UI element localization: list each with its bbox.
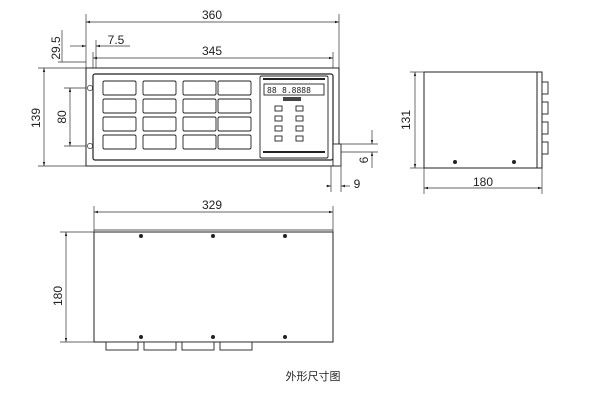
screw-icon [211, 335, 215, 339]
control-button[interactable] [295, 105, 304, 112]
control-button[interactable] [295, 135, 304, 142]
dim-total-height: 139 [29, 108, 43, 128]
control-button[interactable] [295, 125, 304, 132]
dim-hole-spacing: 80 [55, 110, 69, 124]
display-label [283, 97, 301, 101]
control-button[interactable] [274, 135, 283, 142]
indicator-window [142, 80, 177, 96]
control-button[interactable] [274, 115, 283, 122]
dim-side-height: 131 [399, 110, 413, 130]
dim-top-width: 329 [202, 198, 222, 212]
terminal-block [105, 341, 139, 351]
dim-left-offset: 7.5 [108, 33, 125, 47]
mount-hole-icon [87, 85, 93, 91]
indicator-window [142, 98, 177, 114]
dim-side-depth: 180 [473, 175, 493, 189]
indicator-window [217, 80, 252, 96]
indicator-window [102, 134, 137, 150]
dim-panel-width: 345 [202, 44, 222, 58]
control-buttons [274, 105, 304, 142]
indicator-window [217, 98, 252, 114]
dim-bracket-6: 6 [357, 156, 371, 163]
dim-total-width: 360 [202, 8, 222, 22]
terminal-block [219, 341, 253, 351]
display-readout-left: 88 [267, 86, 277, 95]
digital-display [263, 83, 325, 96]
indicator-window [182, 134, 217, 150]
indicator-window [217, 134, 252, 150]
display-readout-right: 8.8888 [282, 86, 311, 95]
screw-icon [453, 160, 457, 164]
dim-top-offset: 29.5 [49, 36, 63, 60]
terminal-block [143, 341, 177, 351]
mount-hole-icon [87, 143, 93, 149]
terminal-block [541, 141, 549, 155]
indicator-window [217, 116, 252, 132]
figure-caption: 外形尺寸图 [286, 369, 341, 383]
terminal-block [541, 121, 549, 135]
indicator-window [102, 80, 137, 96]
dim-top-depth: 180 [51, 286, 65, 306]
indicator-window [142, 116, 177, 132]
indicator-window [102, 98, 137, 114]
screw-icon [139, 335, 143, 339]
dim-bracket-9: 9 [354, 177, 361, 191]
side-body [423, 71, 543, 169]
screw-icon [512, 160, 516, 164]
control-panel: 88 8.8888 [259, 75, 329, 159]
screw-icon [283, 234, 287, 238]
control-button[interactable] [274, 125, 283, 132]
mounting-bracket [332, 143, 342, 167]
side-view: 131 180 [399, 71, 549, 194]
control-button[interactable] [274, 105, 283, 112]
indicator-window [102, 116, 137, 132]
indicator-window [182, 116, 217, 132]
front-view: 360 7.5 345 29.5 139 80 [29, 8, 378, 192]
screw-icon [283, 335, 287, 339]
indicator-window [182, 80, 217, 96]
indicator-window [182, 98, 217, 114]
indicator-window-grid [102, 80, 252, 150]
top-body [93, 231, 334, 343]
screw-icon [139, 234, 143, 238]
control-button[interactable] [295, 115, 304, 122]
terminal-block [541, 101, 549, 115]
top-view: 329 180 [51, 198, 334, 351]
terminal-block [181, 341, 215, 351]
terminal-block [541, 81, 549, 95]
indicator-window [142, 134, 177, 150]
screw-icon [211, 234, 215, 238]
